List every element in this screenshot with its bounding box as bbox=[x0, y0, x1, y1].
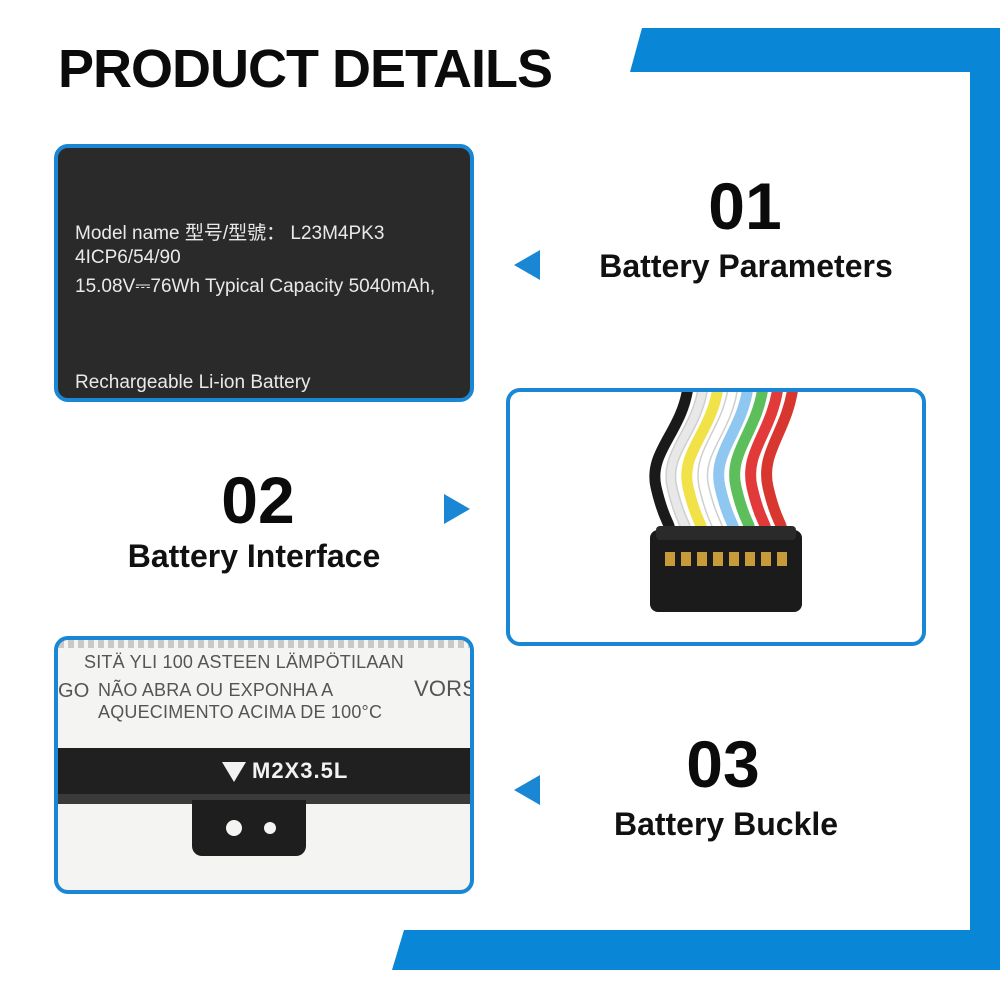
connector-pin bbox=[777, 552, 787, 566]
section-number-02: 02 bbox=[221, 463, 295, 537]
connector-pin bbox=[761, 552, 771, 566]
connector-pin bbox=[697, 552, 707, 566]
label-model-line: Model name 型号/型號： L23M4PK3 bbox=[75, 223, 385, 244]
cut-text-row bbox=[58, 640, 470, 648]
page-title: PRODUCT DETAILS bbox=[58, 39, 553, 99]
section-label-02: Battery Interface bbox=[127, 538, 381, 574]
connector-pin bbox=[681, 552, 691, 566]
section-label-01: Battery Parameters bbox=[599, 248, 893, 284]
wire-core bbox=[714, 392, 752, 533]
section-number-01: 01 bbox=[708, 169, 782, 243]
arrow-right-icon bbox=[444, 494, 470, 524]
warning-frag-right: VORS bbox=[414, 676, 474, 701]
battery-buckle-panel: SITÄ YLI 100 ASTEEN LÄMPÖTILAAN GO NÃO A… bbox=[54, 636, 474, 894]
connector-illustration bbox=[649, 392, 802, 612]
down-triangle-icon bbox=[222, 762, 246, 782]
warning-pt-line-2: AQUECIMENTO ACIMA DE 100°C bbox=[98, 702, 383, 722]
section-label-03: Battery Buckle bbox=[613, 806, 839, 842]
battery-interface-panel bbox=[506, 388, 926, 646]
section-number-03: 03 bbox=[686, 727, 760, 801]
wire-core bbox=[666, 392, 707, 533]
wire-core bbox=[746, 392, 782, 533]
wire-core bbox=[730, 392, 767, 533]
connector-pin bbox=[729, 552, 739, 566]
battery-label-panel: Model name 型号/型號： L23M4PK3 4ICP6/54/90 1… bbox=[54, 144, 474, 402]
connector-top-lip bbox=[656, 526, 796, 540]
wire-core bbox=[682, 392, 722, 533]
warning-frag-left: GO bbox=[58, 680, 90, 702]
battery-edge-shade bbox=[58, 794, 470, 804]
screw-spec-label: M2X3.5L bbox=[252, 758, 349, 783]
wire-core bbox=[762, 392, 797, 533]
warning-pt-line-1: NÃO ABRA OU EXPONHA A bbox=[98, 680, 334, 700]
label-capacity-line: 15.08V⎓76Wh Typical Capacity 5040mAh, bbox=[75, 276, 436, 297]
label-type-line: Rechargeable Li-ion Battery bbox=[75, 372, 311, 393]
wire-core bbox=[650, 392, 692, 533]
battery-edge-band bbox=[58, 748, 470, 794]
frame-bottom-bar bbox=[392, 930, 1000, 970]
connector-pin bbox=[665, 552, 675, 566]
connector-pin bbox=[713, 552, 723, 566]
connector-housing bbox=[650, 530, 802, 612]
connector-pins bbox=[665, 552, 787, 566]
frame-right-bar bbox=[970, 28, 1000, 970]
warning-fi-line: SITÄ YLI 100 ASTEEN LÄMPÖTILAAN bbox=[84, 652, 404, 672]
screw-hole-icon bbox=[226, 820, 242, 836]
frame-top-bar bbox=[630, 28, 1000, 72]
label-cell-line: 4ICP6/54/90 bbox=[75, 247, 181, 268]
wire-bundle bbox=[649, 392, 798, 538]
arrow-left-icon bbox=[514, 775, 540, 805]
mounting-tab bbox=[192, 800, 306, 856]
wire-core bbox=[698, 392, 737, 533]
screw-hole-icon bbox=[264, 822, 276, 834]
arrow-left-icon bbox=[514, 250, 540, 280]
connector-pin bbox=[745, 552, 755, 566]
